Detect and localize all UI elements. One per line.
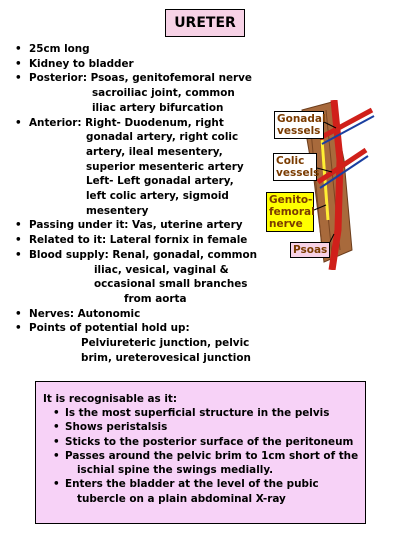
list-item: Is the most superficial structure in the… bbox=[51, 406, 358, 421]
list-item-text: Related to it: Lateral fornix in female bbox=[29, 234, 248, 247]
ureter-diagram bbox=[301, 100, 375, 270]
list-item-text: iliac artery bifurcation bbox=[92, 101, 224, 114]
list-item-text: sacroiliac joint, common bbox=[92, 87, 235, 100]
list-item-text: iliac, vesical, vaginal & bbox=[94, 263, 229, 276]
list-item-text: Kidney to bladder bbox=[29, 57, 134, 70]
list-item: Points of potential hold up: Pelviureter… bbox=[14, 321, 276, 365]
list-item-text: Anterior: Right- Duodenum, right bbox=[29, 116, 224, 129]
recognition-list: Is the most superficial structure in the… bbox=[51, 406, 358, 506]
list-item-text: tubercle on a plain abdominal X-ray bbox=[77, 492, 286, 505]
ureter-facts-list: 25cm long Kidney to bladder Posterior: P… bbox=[14, 42, 276, 365]
list-item-text: brim, ureterovesical junction bbox=[81, 351, 251, 364]
psoas-label: Psoas bbox=[290, 242, 330, 258]
list-item: 25cm long bbox=[14, 42, 276, 57]
list-item: Blood supply: Renal, gonadal, common ili… bbox=[14, 248, 276, 307]
list-item: Sticks to the posterior surface of the p… bbox=[51, 435, 358, 450]
list-item-text: from aorta bbox=[124, 292, 187, 305]
list-item-text: Points of potential hold up: bbox=[29, 322, 190, 335]
gonadal-vessels bbox=[318, 107, 374, 141]
list-item: Related to it: Lateral fornix in female bbox=[14, 233, 276, 248]
list-item-text: 25cm long bbox=[29, 43, 90, 55]
list-item: Anterior: Right- Duodenum, right gonadal… bbox=[14, 116, 276, 219]
list-item-text: Nerves: Autonomic bbox=[29, 307, 141, 320]
list-item-text: left colic artery, sigmoid bbox=[86, 190, 229, 203]
colic-vessels bbox=[316, 147, 368, 185]
page-title: URETER bbox=[165, 9, 245, 37]
list-item: Nerves: Autonomic bbox=[14, 307, 276, 322]
list-item: Kidney to bladder bbox=[14, 57, 276, 72]
list-item-text: Blood supply: Renal, gonadal, common bbox=[29, 248, 258, 261]
recognition-intro: It is recognisable as it: bbox=[43, 393, 178, 405]
list-item: Enters the bladder at the level of the p… bbox=[51, 477, 358, 506]
list-item-text: Passes around the pelvic brim to 1cm sho… bbox=[65, 449, 359, 462]
list-item-text: artery, ileal mesentery, bbox=[86, 145, 223, 158]
list-item: Passing under it: Vas, uterine artery bbox=[14, 218, 276, 233]
list-item-text: Shows peristalsis bbox=[65, 421, 168, 434]
list-item-text: gonadal artery, right colic bbox=[86, 131, 239, 144]
list-item-text: Is the most superficial structure in the… bbox=[65, 407, 330, 419]
colic-vessels-label: Colic vessels bbox=[273, 153, 319, 181]
genitofemoral-nerve-label: Genito-femoral nerve bbox=[266, 192, 315, 232]
gonadal-vessels-label: Gonadal vessels bbox=[274, 111, 326, 139]
list-item: Shows peristalsis bbox=[51, 420, 358, 435]
list-item-text: Sticks to the posterior surface of the p… bbox=[65, 435, 354, 448]
list-item-text: Passing under it: Vas, uterine artery bbox=[29, 219, 243, 232]
list-item-text: Pelviureteric junction, pelvic bbox=[81, 337, 250, 350]
list-item: Passes around the pelvic brim to 1cm sho… bbox=[51, 449, 358, 478]
list-item-text: ischial spine the swings medially. bbox=[77, 464, 274, 477]
list-item-text: mesentery bbox=[86, 204, 149, 217]
list-item-text: occasional small branches bbox=[94, 278, 248, 291]
recognition-box: It is recognisable as it: Is the most su… bbox=[35, 381, 366, 524]
list-item-text: Posterior: Psoas, genitofemoral nerve bbox=[29, 72, 252, 85]
list-item-text: superior mesenteric artery bbox=[86, 160, 244, 173]
list-item: Posterior: Psoas, genitofemoral nerve sa… bbox=[14, 71, 276, 115]
list-item-text: Enters the bladder at the level of the p… bbox=[65, 478, 319, 491]
list-item-text: Left- Left gonadal artery, bbox=[86, 175, 234, 188]
